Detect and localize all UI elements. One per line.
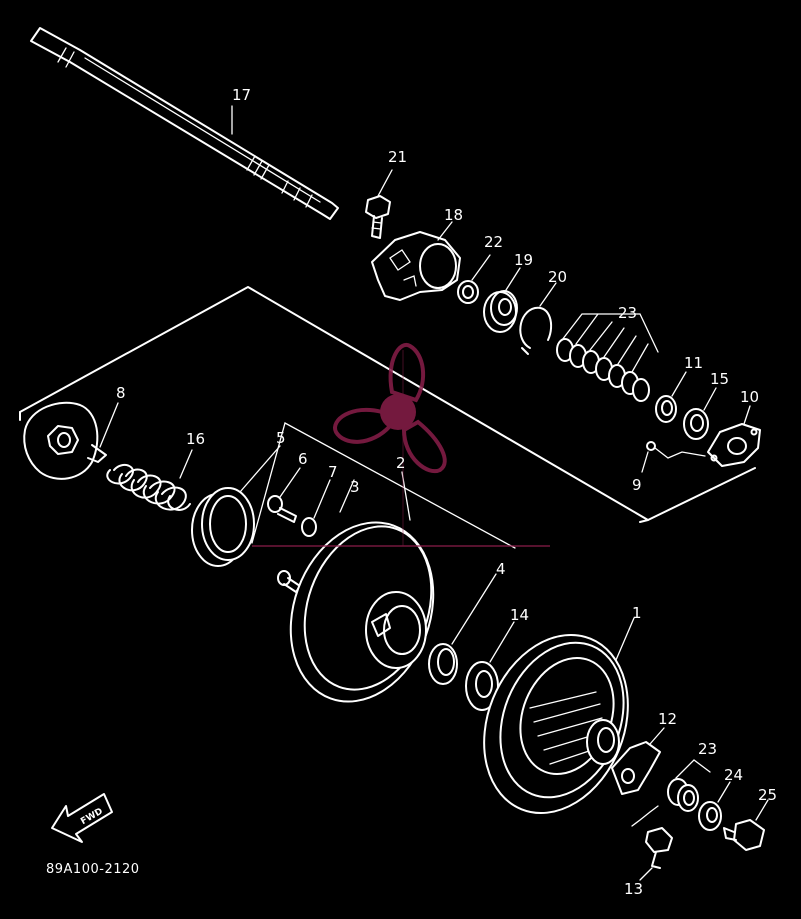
callout-6: 6 bbox=[298, 450, 308, 468]
callout-20: 20 bbox=[548, 268, 567, 286]
bolt-part-21 bbox=[365, 169, 393, 239]
shaft-part-17 bbox=[30, 27, 339, 220]
callout-18: 18 bbox=[444, 206, 463, 224]
callout-10: 10 bbox=[740, 388, 759, 406]
callout-3: 3 bbox=[350, 478, 360, 496]
callout-4: 4 bbox=[496, 560, 506, 578]
callout-5: 5 bbox=[276, 429, 286, 447]
callout-2: 2 bbox=[396, 454, 406, 472]
callout-21: 21 bbox=[388, 148, 407, 166]
callout-14: 14 bbox=[510, 606, 529, 624]
callout-12: 12 bbox=[658, 710, 677, 728]
callout-23: 23 bbox=[618, 304, 637, 322]
washer-stack-part-23 bbox=[556, 313, 659, 402]
pin-part-9 bbox=[641, 441, 706, 473]
sleeve-part-5 bbox=[191, 445, 281, 567]
callout-labels: 1 2 3 4 5 6 7 8 9 10 11 12 13 14 15 16 1… bbox=[116, 86, 777, 898]
ring-part-4 bbox=[428, 573, 497, 685]
bracket-part-12 bbox=[611, 727, 665, 795]
nut-part-24 bbox=[698, 781, 731, 831]
washer-part-15 bbox=[683, 387, 717, 440]
washer-pair-part-23-lower bbox=[667, 759, 711, 812]
part-code: 89A100-2120 bbox=[46, 862, 140, 877]
watermark-logo-icon bbox=[252, 342, 550, 547]
screw-part-6 bbox=[267, 467, 301, 523]
housing-cap-part-8 bbox=[23, 401, 119, 480]
callout-24: 24 bbox=[724, 766, 743, 784]
washer-part-14 bbox=[465, 621, 515, 711]
circlip-part-20 bbox=[519, 282, 557, 355]
small-bolt bbox=[277, 570, 301, 593]
callout-19: 19 bbox=[514, 251, 533, 269]
callout-17: 17 bbox=[232, 86, 251, 104]
disc-part-2 bbox=[289, 471, 435, 703]
callout-7: 7 bbox=[328, 463, 338, 481]
spring-part-16 bbox=[106, 449, 193, 511]
washer-part-11 bbox=[655, 371, 687, 423]
callout-22: 22 bbox=[484, 233, 503, 251]
callout-8: 8 bbox=[116, 384, 126, 402]
flange-part-10 bbox=[707, 405, 761, 467]
callout-1: 1 bbox=[632, 604, 642, 622]
bolt-part-25 bbox=[723, 799, 769, 851]
callout-15: 15 bbox=[710, 370, 729, 388]
fwd-arrow-icon: FWD bbox=[51, 793, 113, 843]
callout-9: 9 bbox=[632, 476, 642, 494]
sheave-part-1 bbox=[483, 617, 635, 815]
callout-23-lower: 23 bbox=[698, 740, 717, 758]
bearing-part-19 bbox=[483, 267, 521, 333]
callout-13: 13 bbox=[624, 880, 643, 898]
assembly-frame bbox=[19, 286, 756, 549]
bushing-part-22 bbox=[457, 254, 491, 304]
bracket-part-18 bbox=[371, 221, 461, 301]
callout-25: 25 bbox=[758, 786, 777, 804]
bolt-part-13 bbox=[631, 805, 673, 881]
callout-16: 16 bbox=[186, 430, 205, 448]
washer-part-7 bbox=[301, 479, 331, 537]
callout-11: 11 bbox=[684, 354, 703, 372]
